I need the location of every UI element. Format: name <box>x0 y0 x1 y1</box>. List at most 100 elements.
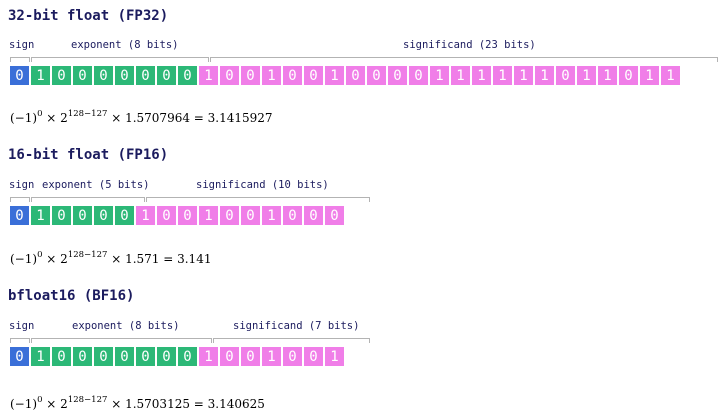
bf16-exponent-label: exponent (8 bits) <box>72 320 180 332</box>
fp16-exponent-bit: 0 <box>93 205 114 226</box>
bf16-formula-result: × 1.5703125 = 3.140625 <box>107 397 265 411</box>
fp32-mantissa-bit: 1 <box>198 65 219 86</box>
fp32-sign-bits: 0 <box>9 65 30 86</box>
fp32-mantissa-bit: 1 <box>513 65 534 86</box>
fp16-mantissa-bit: 0 <box>324 205 345 226</box>
fp32-mantissa-brace <box>210 57 718 62</box>
fp32-exponent-bit: 0 <box>51 65 72 86</box>
fp16-mantissa-brace <box>146 197 370 202</box>
fp16-formula-times: × 2 <box>42 252 68 266</box>
fp32-mantissa-bit: 0 <box>555 65 576 86</box>
fp32-formula-result: × 1.5707964 = 3.1415927 <box>107 111 273 125</box>
fp32-mantissa-bit: 1 <box>450 65 471 86</box>
bf16-exponent-bit: 0 <box>51 346 72 367</box>
bf16-mantissa-bit: 0 <box>282 346 303 367</box>
fp32-exponent-bit: 0 <box>177 65 198 86</box>
fp16-exponent-brace <box>31 197 145 202</box>
fp16-sign-label: sign <box>9 179 35 191</box>
fp32-mantissa-bit: 0 <box>240 65 261 86</box>
fp32-formula-times: × 2 <box>42 111 68 125</box>
fp16-formula-base: (−1) <box>10 252 38 266</box>
fp32-exponent-label: exponent (8 bits) <box>71 39 179 51</box>
bf16-exponent-bit: 0 <box>156 346 177 367</box>
fp16-mantissa-bit: 0 <box>177 205 198 226</box>
fp32-formula-base-exponent: 0 <box>37 109 43 119</box>
fp32-exponent-bit: 0 <box>156 65 177 86</box>
bf16-formula-base: (−1) <box>10 397 38 411</box>
fp32-mantissa-bit: 1 <box>660 65 681 86</box>
bf16-exponent-bit: 0 <box>114 346 135 367</box>
bf16-sign-label: sign <box>9 320 35 332</box>
fp32-mantissa-bit: 0 <box>219 65 240 86</box>
fp16-exponent-label: exponent (5 bits) <box>42 179 150 191</box>
fp32-formula-power: 128−127 <box>67 109 108 119</box>
fp16-exponent-bit: 1 <box>30 205 51 226</box>
fp32-mantissa-label: significand (23 bits) <box>403 39 536 51</box>
bf16-mantissa-bit: 0 <box>303 346 324 367</box>
fp32-mantissa-bit: 0 <box>366 65 387 86</box>
fp32-exponent-brace <box>31 57 209 62</box>
fp32-exponent-bit: 0 <box>135 65 156 86</box>
fp16-mantissa-bit: 0 <box>282 205 303 226</box>
fp32-title: 32-bit float (FP32) <box>8 8 169 24</box>
bf16-exponent-bit: 1 <box>30 346 51 367</box>
fp16-sign-bit: 0 <box>9 205 30 226</box>
bf16-mantissa-bit: 1 <box>261 346 282 367</box>
bf16-title: bfloat16 (BF16) <box>8 288 135 304</box>
fp16-exponent-bit: 0 <box>51 205 72 226</box>
fp32-mantissa-bit: 1 <box>639 65 660 86</box>
bf16-sign-bits: 0 <box>9 346 30 367</box>
bf16-formula-power: 128−127 <box>67 395 108 405</box>
fp32-formula-base: (−1) <box>10 111 38 125</box>
fp32-sign-label: sign <box>9 39 35 51</box>
fp16-exponent-bit: 0 <box>114 205 135 226</box>
fp16-formula-power: 128−127 <box>67 250 108 260</box>
fp32-mantissa-bit: 0 <box>345 65 366 86</box>
bf16-exponent-bit: 0 <box>72 346 93 367</box>
fp32-mantissa-bit: 1 <box>534 65 555 86</box>
fp16-title: 16-bit float (FP16) <box>8 147 169 163</box>
fp32-mantissa-bit: 1 <box>492 65 513 86</box>
fp32-exponent-bit: 0 <box>72 65 93 86</box>
fp16-formula-base-exponent: 0 <box>37 250 43 260</box>
fp32-formula: (−1)0 × 2128−127 × 1.5707964 = 3.1415927 <box>10 105 273 128</box>
fp32-mantissa-bit: 1 <box>597 65 618 86</box>
bf16-exponent-bit: 0 <box>135 346 156 367</box>
bf16-mantissa-bit: 1 <box>324 346 345 367</box>
bf16-mantissa-bit: 1 <box>198 346 219 367</box>
fp16-mantissa-label: significand (10 bits) <box>196 179 329 191</box>
fp32-mantissa-bit: 0 <box>387 65 408 86</box>
fp32-exponent-bit: 1 <box>30 65 51 86</box>
fp16-mantissa-bit: 1 <box>261 205 282 226</box>
bf16-formula: (−1)0 × 2128−127 × 1.5703125 = 3.140625 <box>10 391 265 414</box>
bf16-mantissa-bit: 0 <box>240 346 261 367</box>
fp32-mantissa-bit: 1 <box>261 65 282 86</box>
fp16-mantissa-bit: 0 <box>219 205 240 226</box>
fp16-mantissa-bit: 0 <box>240 205 261 226</box>
fp16-mantissa-bit: 1 <box>198 205 219 226</box>
fp32-mantissa-bit: 1 <box>429 65 450 86</box>
bf16-sign-brace <box>10 338 30 343</box>
bf16-exponent-brace <box>31 338 212 343</box>
fp16-mantissa-bit: 0 <box>303 205 324 226</box>
fp32-exponent-bit: 0 <box>114 65 135 86</box>
fp16-mantissa-bit: 0 <box>156 205 177 226</box>
fp16-mantissa-bit: 1 <box>135 205 156 226</box>
bf16-exponent-bit: 0 <box>93 346 114 367</box>
bf16-exponent-bit: 0 <box>177 346 198 367</box>
fp32-sign-bit: 0 <box>9 65 30 86</box>
bf16-formula-times: × 2 <box>42 397 68 411</box>
fp16-sign-brace <box>10 197 30 202</box>
fp32-exponent-bit: 0 <box>93 65 114 86</box>
fp32-mantissa-bit: 1 <box>471 65 492 86</box>
fp32-mantissa-bit: 0 <box>618 65 639 86</box>
fp32-mantissa-bit: 0 <box>303 65 324 86</box>
bf16-mantissa-brace <box>213 338 370 343</box>
bf16-sign-bit: 0 <box>9 346 30 367</box>
bf16-formula-base-exponent: 0 <box>37 395 43 405</box>
